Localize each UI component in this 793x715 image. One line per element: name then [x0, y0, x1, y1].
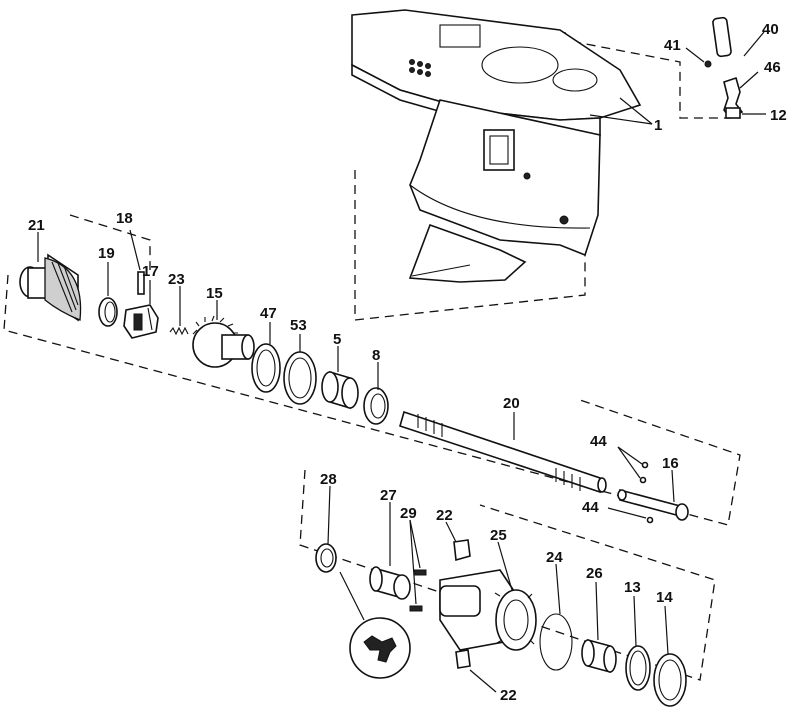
label-29: 29 — [400, 505, 417, 522]
bearing-housing-25 — [439, 569, 537, 651]
spring-23 — [169, 326, 189, 336]
propeller-shaft-20 — [399, 410, 607, 494]
label-27: 27 — [380, 487, 397, 504]
pinion-gear-21 — [19, 253, 82, 322]
label-44-upper: 44 — [590, 433, 607, 450]
clutch-dog-17 — [123, 304, 159, 339]
forward-gear-15 — [192, 315, 255, 368]
label-25: 25 — [490, 527, 507, 544]
washer-13 — [625, 645, 651, 691]
label-17: 17 — [142, 263, 159, 280]
label-20: 20 — [503, 395, 520, 412]
label-18: 18 — [116, 210, 133, 227]
label-26: 26 — [586, 565, 603, 582]
seal-28 — [315, 543, 337, 573]
retainers-22 — [453, 539, 471, 669]
label-13: 13 — [624, 579, 641, 596]
gearcase-housing — [351, 9, 642, 283]
bearing-5 — [321, 370, 359, 410]
shift-pin-16 — [617, 488, 689, 521]
label-22-lower: 22 — [500, 687, 517, 704]
label-15: 15 — [206, 285, 223, 302]
label-1: 1 — [654, 117, 662, 134]
seal-detail-inset — [339, 571, 411, 679]
bearing-8 — [363, 387, 389, 425]
label-46: 46 — [764, 59, 781, 76]
label-44-lower: 44 — [582, 499, 599, 516]
washer-47 — [251, 343, 281, 393]
bearing-26 — [581, 638, 617, 674]
label-41: 41 — [664, 37, 681, 54]
label-14: 14 — [656, 589, 673, 606]
pin-18 — [137, 271, 145, 295]
label-16: 16 — [662, 455, 679, 472]
label-8: 8 — [372, 347, 380, 364]
leader-lines — [37, 31, 766, 693]
label-22-upper: 22 — [436, 507, 453, 524]
label-28: 28 — [320, 471, 337, 488]
detent-balls-44 — [639, 461, 654, 524]
screws-29 — [409, 569, 427, 612]
housing-bolt-holes — [409, 59, 431, 77]
shim-53 — [283, 351, 317, 405]
label-24: 24 — [546, 549, 563, 566]
label-40: 40 — [762, 21, 779, 38]
label-12: 12 — [770, 107, 787, 124]
label-47: 47 — [260, 305, 277, 322]
label-5: 5 — [333, 331, 341, 348]
label-53: 53 — [290, 317, 307, 334]
thrust-washer-14 — [653, 653, 687, 707]
callout-labels: 1 40 41 46 12 21 18 19 17 23 15 47 53 5 … — [28, 21, 787, 704]
label-19: 19 — [98, 245, 115, 262]
bearing-27 — [369, 566, 411, 600]
o-ring-24 — [539, 613, 573, 671]
shift-linkage — [704, 16, 744, 120]
label-21: 21 — [28, 217, 45, 234]
label-23: 23 — [168, 271, 185, 288]
ring-19 — [98, 297, 118, 327]
